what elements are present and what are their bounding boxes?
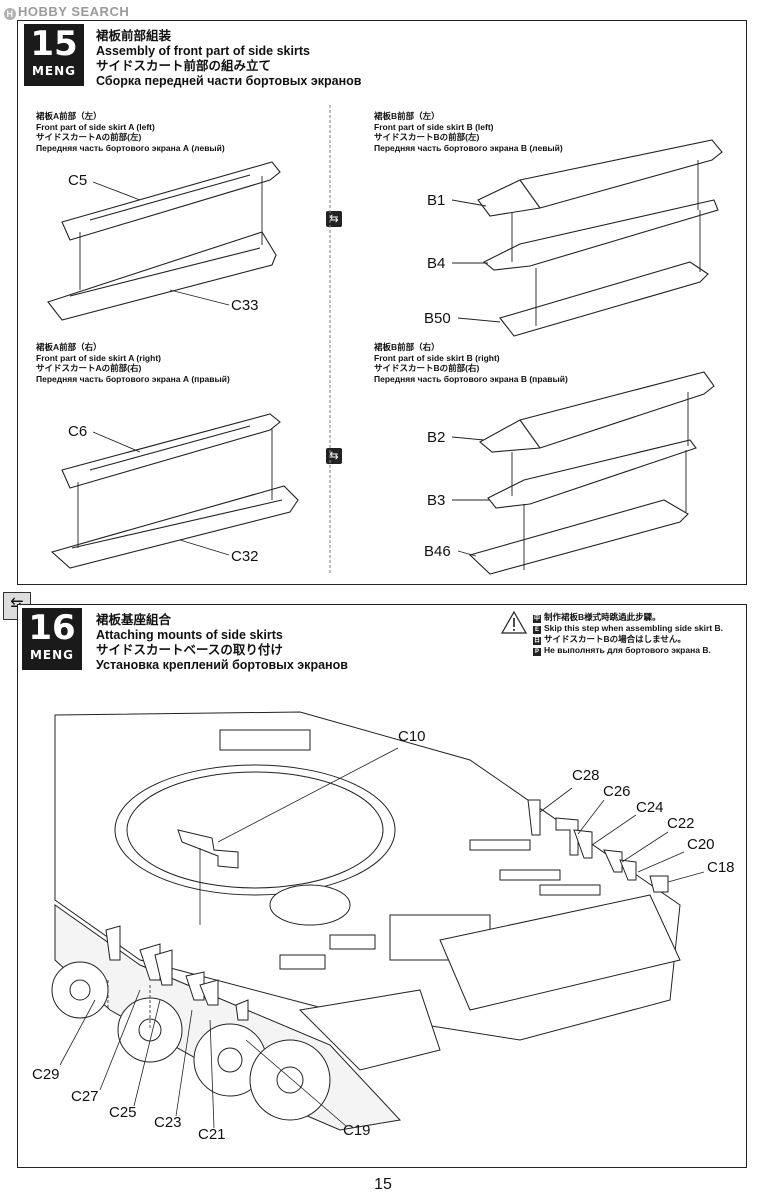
sub-ru: Передняя часть бортового экрана В (правы… xyxy=(374,373,568,384)
page-number: 15 xyxy=(374,1176,392,1193)
part-label: C32 xyxy=(231,548,259,565)
sub-en: Front part of side skirt A (left) xyxy=(36,121,155,132)
part-label: B50 xyxy=(424,310,451,327)
part-label: C33 xyxy=(231,297,259,314)
subsection-a-right: 裙板A前部（右） Front part of side skirt A (rig… xyxy=(36,342,230,384)
note-zh: 制作裙板B様式時跳過此步驟。 xyxy=(544,612,661,622)
title-ja: サイドスカート前部の組み立て xyxy=(96,59,272,73)
sub-zh: 裙板B前部（右） xyxy=(374,342,440,352)
title-ja: サイドスカートベースの取り付け xyxy=(96,643,283,657)
part-label: C26 xyxy=(603,783,631,800)
step-16-title: 裙板基座組合 Attaching mounts of side skirts サ… xyxy=(96,613,348,673)
part-label: B1 xyxy=(427,192,446,209)
title-ru: Сборка передней части бортовых экранов xyxy=(96,74,362,88)
title-zh: 裙板前部組装 xyxy=(96,29,172,43)
watermark-text: HOBBY SEARCH xyxy=(18,4,130,19)
part-label: C5 xyxy=(68,172,88,189)
part-label: C18 xyxy=(707,859,735,876)
lang-ru-icon: Р xyxy=(533,648,541,656)
subsection-b-left: 裙板B前部（左） Front part of side skirt B (lef… xyxy=(374,111,563,153)
swap-icon: ⇆ xyxy=(326,211,342,227)
sub-ja: サイドスカートBの前部(左) xyxy=(374,132,480,142)
sub-ja: サイドスカートBの前部(右) xyxy=(374,363,480,373)
part-label: C27 xyxy=(71,1088,99,1105)
part-label: C25 xyxy=(109,1104,137,1121)
sub-en: Front part of side skirt B (left) xyxy=(374,121,494,132)
part-label: C29 xyxy=(32,1066,60,1083)
brand-logo: MENG xyxy=(31,64,77,78)
sub-zh: 裙板A前部（左） xyxy=(36,111,102,121)
lang-zh-icon: 中 xyxy=(533,615,541,623)
part-label: C28 xyxy=(572,767,600,784)
part-label: B3 xyxy=(427,492,446,509)
title-en: Attaching mounts of side skirts xyxy=(96,628,283,642)
sub-en: Front part of side skirt B (right) xyxy=(374,352,500,363)
lang-ja-icon: 日 xyxy=(533,637,541,645)
note-en: Skip this step when assembling side skir… xyxy=(544,623,724,633)
watermark-logo-icon: H xyxy=(4,8,16,20)
part-label: C21 xyxy=(198,1126,226,1143)
note-ru: Не выполнять для бортового экрана В. xyxy=(544,645,711,655)
sub-ru: Передняя часть бортового экрана А (правы… xyxy=(36,373,230,384)
sub-ru: Передняя часть бортового экрана А (левый… xyxy=(36,142,225,153)
step-number: 15 xyxy=(30,24,78,64)
part-label: C6 xyxy=(68,423,88,440)
sub-ru: Передняя часть бортового экрана В (левый… xyxy=(374,142,563,153)
part-label: C24 xyxy=(636,799,664,816)
part-label: B46 xyxy=(424,543,451,560)
sub-ja: サイドスカートAの前部(左) xyxy=(36,132,142,142)
part-label: B4 xyxy=(427,255,446,272)
part-label: C23 xyxy=(154,1114,182,1131)
note-ja: サイドスカートBの場合はしません。 xyxy=(544,634,686,644)
step-15-panel xyxy=(17,20,747,585)
step-16-badge: 16 MENG xyxy=(22,608,82,670)
sub-ja: サイドスカートAの前部(右) xyxy=(36,363,142,373)
swap-icon: ⇆ xyxy=(326,448,342,464)
lang-en-icon: E xyxy=(533,626,541,634)
part-label: C22 xyxy=(667,815,695,832)
step-15-title: 裙板前部組装 Assembly of front part of side sk… xyxy=(96,29,361,89)
step-15-badge: 15 MENG xyxy=(24,24,84,86)
step-number: 16 xyxy=(28,608,76,648)
title-en: Assembly of front part of side skirts xyxy=(96,44,310,58)
subsection-a-left: 裙板A前部（左） Front part of side skirt A (lef… xyxy=(36,111,225,153)
part-label: C20 xyxy=(687,836,715,853)
part-label: B2 xyxy=(427,429,446,446)
title-zh: 裙板基座組合 xyxy=(96,613,172,627)
brand-logo: MENG xyxy=(29,648,75,662)
title-ru: Установка креплений бортовых экранов xyxy=(96,658,348,672)
part-label: C19 xyxy=(343,1122,371,1139)
subsection-b-right: 裙板B前部（右） Front part of side skirt B (rig… xyxy=(374,342,568,384)
sub-zh: 裙板A前部（右） xyxy=(36,342,102,352)
part-label: C10 xyxy=(398,728,426,745)
sub-en: Front part of side skirt A (right) xyxy=(36,352,161,363)
sub-zh: 裙板B前部（左） xyxy=(374,111,440,121)
step-16-panel xyxy=(17,604,747,1168)
